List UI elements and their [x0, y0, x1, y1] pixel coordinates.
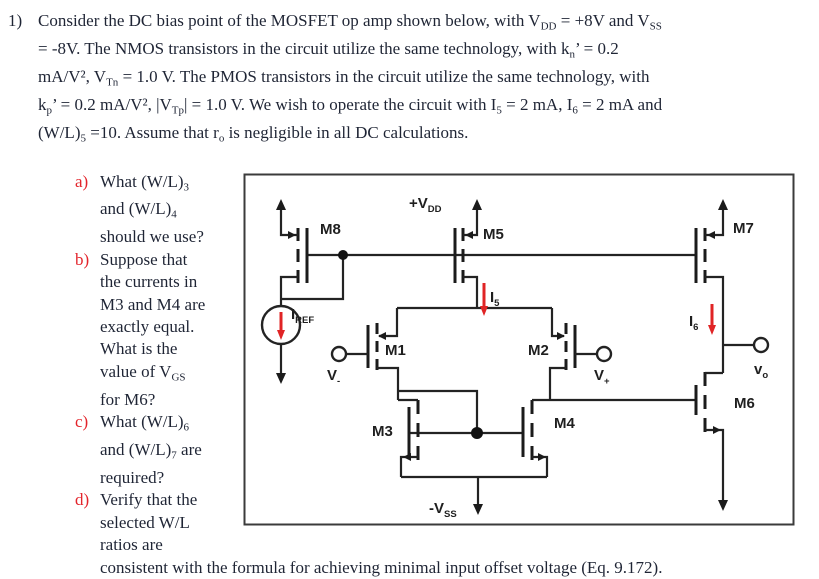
input-terminal-v-plus — [595, 345, 613, 362]
output-terminal-vo — [752, 336, 770, 353]
m5-drain-lead — [463, 275, 479, 308]
m7-source-lead — [705, 208, 725, 236]
i5-current — [480, 282, 488, 316]
m6-source-lead — [705, 428, 725, 500]
iref-current-source — [260, 304, 302, 384]
m8-source-arrow-icon — [288, 230, 296, 239]
m8-drain-lead — [279, 275, 298, 306]
item-b-marker: b) — [75, 249, 90, 269]
gate-node-dot — [338, 249, 348, 260]
label-i5: I5 — [490, 289, 500, 309]
problem-number: 1) — [8, 11, 23, 30]
vss-arrow-icon — [473, 503, 483, 515]
label-m6: M6 — [734, 395, 755, 412]
m2-source-arrow-icon — [557, 331, 565, 340]
m5-vdd-arrow-icon — [472, 198, 482, 210]
m7-source-arrow-icon — [707, 230, 715, 239]
mirror-gate-node-dot — [471, 426, 483, 439]
m8-source-lead — [279, 208, 298, 236]
wires — [281, 253, 754, 504]
label-vdd: +VDD — [409, 195, 442, 215]
label-vss: -VSS — [429, 500, 457, 520]
m4-source-arrow-icon — [538, 452, 546, 461]
m6-vss-arrow-icon — [718, 499, 728, 511]
mosfet-m5 — [453, 198, 482, 308]
label-i6: I6 — [689, 313, 698, 333]
problem-intro-text: Consider the DC bias point of the MOSFET… — [38, 11, 663, 145]
opamp-schematic: +VDD M8 M5 M7 IREF I5 I6 M1 M2 V- V+ M3 … — [243, 173, 795, 526]
mosfet-m6 — [694, 371, 728, 511]
label-v-plus: V+ — [594, 367, 610, 387]
iref-down-arrow-icon — [276, 372, 286, 384]
i6-current — [708, 303, 716, 335]
m3-source-arrow-icon — [403, 452, 411, 461]
m7-drain-lead — [705, 275, 725, 373]
m1-source-arrow-icon — [378, 331, 386, 340]
mosfet-m4 — [521, 398, 550, 477]
label-m4: M4 — [554, 415, 575, 432]
m5-source-arrow-icon — [465, 230, 473, 239]
m1-drain-lead — [377, 366, 400, 400]
label-iref: IREF — [291, 306, 314, 326]
m8-vdd-arrow-icon — [276, 198, 286, 210]
mirror-tie — [398, 389, 479, 433]
mosfet-m7 — [694, 198, 728, 373]
iref-arrow-icon — [277, 329, 285, 340]
label-m8: M8 — [320, 221, 341, 238]
label-m7: M7 — [733, 220, 754, 237]
label-m1: M1 — [385, 342, 406, 359]
mosfet-m3 — [398, 398, 420, 477]
m5-source-lead — [463, 208, 479, 236]
m6-source-arrow-icon — [713, 425, 721, 434]
mosfet-m1 — [330, 307, 400, 400]
input-terminal-v-minus — [330, 345, 348, 362]
m2-source-lead — [550, 307, 564, 337]
mosfet-m8 — [276, 198, 309, 306]
m3-source-lead — [399, 455, 418, 477]
i5-arrow-icon — [480, 305, 488, 316]
figure-border — [243, 173, 795, 526]
label-m3: M3 — [372, 423, 393, 440]
m7-vdd-arrow-icon — [718, 198, 728, 210]
label-m2: M2 — [528, 342, 549, 359]
item-d-marker: d) — [75, 490, 90, 510]
item-a-marker: a) — [75, 171, 89, 191]
label-v-minus: V- — [327, 367, 340, 387]
m8-diode-tie — [281, 254, 345, 300]
m4-source-lead — [532, 455, 549, 477]
label-m5: M5 — [483, 226, 504, 243]
m1-source-lead — [379, 307, 399, 337]
mosfet-m2 — [548, 307, 613, 400]
label-vo: vo — [754, 361, 768, 381]
problem-body: +VDD M8 M5 M7 IREF I5 I6 M1 M2 V- V+ M3 … — [8, 171, 795, 579]
m2-drain-lead — [548, 366, 566, 400]
item-c-marker: c) — [75, 412, 89, 432]
i6-arrow-icon — [708, 324, 716, 335]
circuit-diagram: +VDD M8 M5 M7 IREF I5 I6 M1 M2 V- V+ M3 … — [243, 173, 795, 526]
problem-statement: 1) Consider the DC bias point of the MOSF… — [8, 10, 795, 150]
